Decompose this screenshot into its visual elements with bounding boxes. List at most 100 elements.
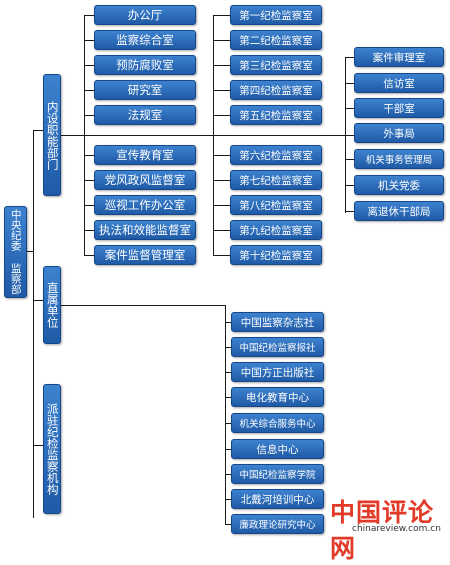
org-node: 外事局 (354, 123, 444, 143)
connector (61, 305, 225, 306)
node-label: 研究室 (127, 83, 163, 97)
node-label: 第一纪检监察室 (239, 9, 313, 22)
org-node: 第二纪检监察室 (230, 30, 322, 50)
watermark-url: chinareview.com.cn (352, 524, 441, 534)
org-node: 廉政理论研究中心 (231, 514, 324, 534)
branch-label: 直属单位 (45, 282, 60, 328)
node-label: 廉政理论研究中心 (239, 520, 316, 531)
org-node: 干部室 (354, 98, 444, 118)
org-node: 研究室 (94, 80, 196, 100)
node-label: 第三纪检监察室 (239, 59, 313, 72)
connector (225, 474, 231, 475)
node-label: 中国方正出版社 (240, 366, 315, 379)
node-label: 机关事务管理局 (365, 155, 433, 166)
connector (213, 15, 214, 255)
connector (213, 180, 230, 181)
connector (225, 347, 231, 348)
connector (213, 155, 230, 156)
node-label: 法规室 (127, 108, 163, 122)
org-node: 监察综合室 (94, 30, 196, 50)
org-node: 党风政风监督室 (94, 170, 196, 190)
connector (225, 524, 231, 525)
org-node: 机关党委 (354, 175, 444, 195)
node-label: 信息中心 (256, 443, 299, 456)
connector (213, 90, 230, 91)
node-label: 第二纪检监察室 (239, 34, 313, 47)
connector (84, 155, 94, 156)
root-label: 中央纪委 监察部 (9, 209, 22, 295)
org-node: 案件监督管理室 (94, 245, 196, 265)
connector (225, 397, 231, 398)
connector (213, 40, 230, 41)
node-label: 中国纪检监察学院 (239, 470, 316, 481)
connector (345, 83, 354, 84)
org-node: 执法和效能监督室 (94, 220, 196, 240)
org-node: 离退休干部局 (354, 201, 444, 221)
connector (213, 65, 230, 66)
connector (225, 322, 231, 323)
org-node: 第四纪检监察室 (230, 80, 322, 100)
connector (213, 115, 230, 116)
connector (225, 449, 231, 450)
branch-stationed-agencies: 派驻纪检监察机构 (43, 384, 61, 514)
node-label: 预防腐败室 (116, 58, 174, 72)
connector (225, 372, 231, 373)
org-node: 法规室 (94, 105, 196, 125)
node-label: 第七纪检监察室 (239, 174, 313, 187)
connector (84, 230, 94, 231)
root-node: 中央纪委 监察部 (4, 206, 27, 298)
node-label: 宣传教育室 (116, 148, 174, 162)
connector (345, 211, 354, 212)
org-node: 办公厅 (94, 5, 196, 25)
connector (84, 90, 94, 91)
org-node: 第三纪检监察室 (230, 55, 322, 75)
connector (84, 180, 94, 181)
node-label: 第六纪检监察室 (239, 149, 313, 162)
connector (84, 65, 94, 66)
connector (33, 300, 43, 301)
connector (345, 57, 354, 58)
node-label: 第九纪检监察室 (239, 224, 313, 237)
connector (225, 499, 231, 500)
node-label: 办公厅 (127, 8, 163, 22)
node-label: 第五纪检监察室 (239, 109, 313, 122)
org-node: 北戴河培训中心 (231, 489, 324, 509)
org-node: 中国监察杂志社 (231, 312, 324, 332)
branch-direct-units: 直属单位 (43, 266, 61, 344)
org-node: 宣传教育室 (94, 145, 196, 165)
connector (84, 205, 94, 206)
node-label: 中国纪检监察报社 (239, 343, 316, 354)
node-label: 机关党委 (378, 179, 420, 192)
connector (213, 255, 230, 256)
connector (33, 130, 34, 518)
connector (84, 255, 94, 256)
connector (213, 15, 230, 16)
connector (84, 40, 94, 41)
org-node: 第十纪检监察室 (230, 245, 322, 265)
node-label: 外事局 (383, 127, 415, 140)
branch-label: 内设职能部门 (45, 100, 60, 170)
org-node: 第一纪检监察室 (230, 5, 322, 25)
node-label: 执法和效能监督室 (99, 223, 191, 237)
node-label: 电化教育中心 (246, 391, 309, 404)
node-label: 离退休干部局 (367, 205, 431, 218)
connector (345, 108, 354, 109)
branch-internal-departments: 内设职能部门 (43, 74, 61, 196)
org-node: 中国方正出版社 (231, 362, 324, 382)
connector (213, 230, 230, 231)
org-node: 信访室 (354, 73, 444, 93)
node-label: 北戴河培训中心 (240, 493, 315, 506)
connector (345, 185, 354, 186)
connector (33, 130, 43, 131)
connector (33, 445, 43, 446)
node-label: 机关综合服务中心 (239, 419, 316, 430)
org-node: 中国纪检监察报社 (231, 337, 324, 357)
node-label: 第十纪检监察室 (239, 249, 313, 262)
node-label: 监察综合室 (116, 33, 174, 47)
connector (225, 305, 226, 524)
org-node: 电化教育中心 (231, 387, 324, 407)
org-node: 第七纪检监察室 (230, 170, 322, 190)
node-label: 中国监察杂志社 (240, 316, 315, 329)
connector (84, 15, 94, 16)
node-label: 巡视工作办公室 (104, 198, 186, 212)
